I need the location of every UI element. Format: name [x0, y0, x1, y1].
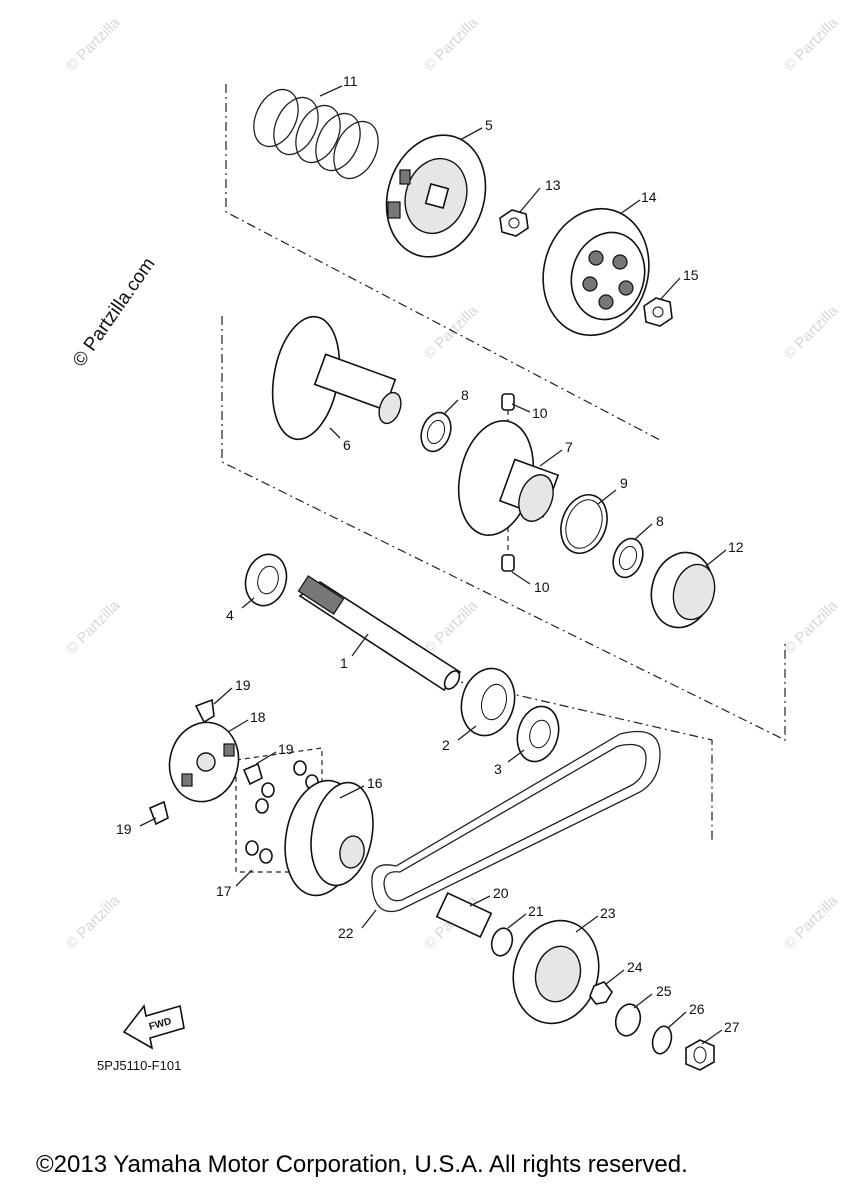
- frame-middle: [221, 316, 786, 741]
- callout-22: 22: [338, 925, 354, 941]
- callout-5: 5: [485, 117, 493, 133]
- callout-21: 21: [528, 903, 544, 919]
- callout-19-middle: 19: [278, 741, 294, 757]
- callout-15: 15: [683, 267, 699, 283]
- copyright-notice: ©2013 Yamaha Motor Corporation, U.S.A. A…: [36, 1151, 688, 1178]
- part-27-nut: [685, 1039, 715, 1071]
- callout-6: 6: [343, 437, 351, 453]
- part-22-belt: [371, 730, 661, 913]
- part-23-fixed-sheave: [512, 919, 600, 1025]
- part-1-shaft: [297, 575, 462, 692]
- callout-4: 4: [226, 607, 234, 623]
- part-18-cam: [168, 721, 240, 803]
- watermark-tile: © Partzilla: [781, 892, 842, 953]
- part-20-collar: [435, 892, 493, 938]
- watermark-tile: © Partzilla: [781, 302, 842, 363]
- part-6-sliding-sheave: [271, 315, 402, 441]
- callout-12: 12: [728, 539, 744, 555]
- watermark-tile: © Partzilla: [63, 14, 124, 75]
- callout-2: 2: [442, 737, 450, 753]
- callout-10-upper: 10: [532, 405, 548, 421]
- callout-14: 14: [641, 189, 657, 205]
- part-19-slider-middle: [242, 762, 263, 786]
- callout-17: 17: [216, 883, 232, 899]
- callout-1: 1: [340, 655, 348, 671]
- callout-13: 13: [545, 177, 561, 193]
- part-25-washer: [614, 1003, 642, 1037]
- part-8-oil-seal-lower: [612, 537, 644, 579]
- diagram-code: 5PJ5110-F101: [97, 1058, 181, 1073]
- callout-7: 7: [565, 439, 573, 455]
- watermark-tile: © Partzilla: [63, 597, 124, 658]
- part-26-washer: [651, 1025, 673, 1055]
- part-8-oil-seal: [420, 411, 452, 453]
- part-17-rollers: [245, 760, 319, 864]
- callout-18: 18: [250, 709, 266, 725]
- callout-20: 20: [493, 885, 509, 901]
- part-13-nut: [499, 209, 529, 237]
- forward-direction-arrow: FWD: [122, 1004, 185, 1050]
- watermark-main: © Partzilla.com: [69, 254, 160, 371]
- watermark-tile: © Partzilla: [781, 14, 842, 75]
- callout-labels: 11 5 13 14 15 6 8 10 7 9 8 12 10 4 1 2 3…: [116, 73, 744, 1035]
- callout-26: 26: [689, 1001, 705, 1017]
- callout-24: 24: [627, 959, 643, 975]
- callout-27: 27: [724, 1019, 740, 1035]
- watermark-tile: © Partzilla: [63, 892, 124, 953]
- callout-16: 16: [367, 775, 383, 791]
- part-21-washer: [490, 927, 514, 957]
- part-24-star-nut: [589, 981, 613, 1005]
- part-14-clutch-housing: [542, 207, 650, 337]
- part-3-seal: [516, 705, 560, 763]
- leader-lines: [139, 85, 727, 1045]
- watermark-tile: © Partzilla: [781, 597, 842, 658]
- callout-25: 25: [656, 983, 672, 999]
- watermark-tile: © Partzilla: [421, 302, 482, 363]
- callout-19-bottom: 19: [116, 821, 132, 837]
- part-15-nut: [643, 297, 673, 327]
- callout-8-upper: 8: [461, 387, 469, 403]
- part-16-primary-sheave: [284, 779, 374, 897]
- part-9-ring: [560, 494, 608, 554]
- callout-11: 11: [343, 73, 358, 89]
- part-12-cover: [650, 551, 716, 629]
- part-10-pin-bottom: [501, 554, 515, 572]
- part-19-slider-bottom: [148, 800, 169, 826]
- part-5-clutch-carrier: [385, 134, 487, 258]
- callout-3: 3: [494, 761, 502, 777]
- watermark-tile: © Partzilla: [421, 597, 482, 658]
- assembly-frames: [221, 84, 786, 873]
- watermark-tile: © Partzilla: [421, 14, 482, 75]
- frame-lower: [429, 674, 713, 840]
- part-2-bearing: [460, 667, 516, 737]
- part-4-bearing: [244, 553, 288, 607]
- part-11-springs: [253, 88, 379, 180]
- callout-19-top: 19: [235, 677, 251, 693]
- callout-8-lower: 8: [656, 513, 664, 529]
- part-19-slider-top: [194, 698, 215, 724]
- frame-top: [225, 84, 661, 441]
- callout-23: 23: [600, 905, 616, 921]
- callout-9: 9: [620, 475, 628, 491]
- part-7-guide: [457, 419, 560, 537]
- callout-10-lower: 10: [534, 579, 550, 595]
